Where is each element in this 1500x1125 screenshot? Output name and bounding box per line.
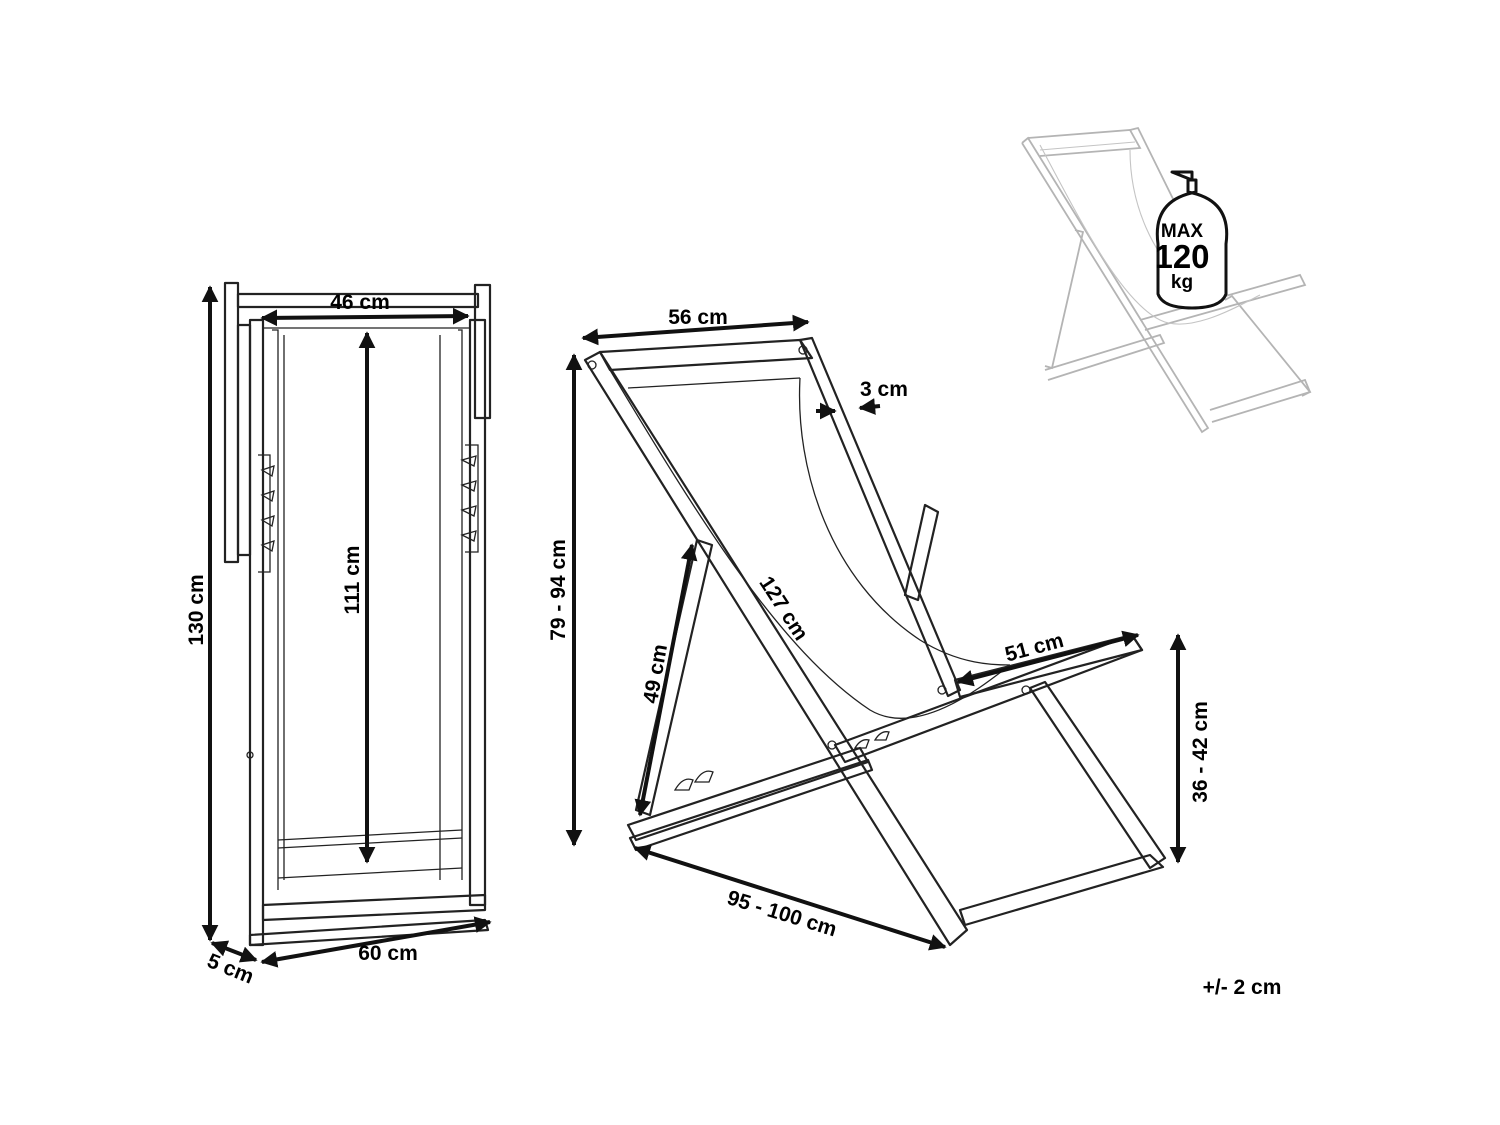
load-value: 120 bbox=[1154, 238, 1209, 275]
back-leg-label: 49 cm bbox=[639, 643, 672, 706]
total-depth-arrow bbox=[633, 844, 947, 951]
thickness-label: 3 cm bbox=[860, 378, 908, 401]
tolerance-note: +/- 2 cm bbox=[1203, 976, 1282, 999]
weight-icon bbox=[1155, 170, 1229, 310]
folded-height-label: 130 cm bbox=[185, 574, 208, 645]
top-width-label: 56 cm bbox=[668, 306, 728, 329]
folded-depth-arrow bbox=[210, 940, 258, 963]
thickness-arrow-right bbox=[858, 398, 881, 415]
load-unit: kg bbox=[1171, 272, 1193, 293]
folded-width-label: 60 cm bbox=[358, 942, 418, 965]
top-width-arrow bbox=[581, 314, 810, 346]
armrest-arrow bbox=[956, 630, 1140, 687]
seat-width-label: 46 cm bbox=[330, 291, 390, 314]
seat-width-arrow bbox=[260, 307, 470, 327]
seat-height-label: 36 - 42 cm bbox=[1189, 701, 1212, 803]
folded-width-arrow bbox=[260, 916, 492, 968]
max-label: MAX bbox=[1161, 221, 1204, 242]
total-height-label: 79 - 94 cm bbox=[547, 539, 570, 641]
back-leg-arrow bbox=[634, 543, 698, 817]
max-load-badge: MAX 120 kg bbox=[1154, 170, 1229, 310]
fabric-length-label: 111 cm bbox=[341, 546, 364, 615]
